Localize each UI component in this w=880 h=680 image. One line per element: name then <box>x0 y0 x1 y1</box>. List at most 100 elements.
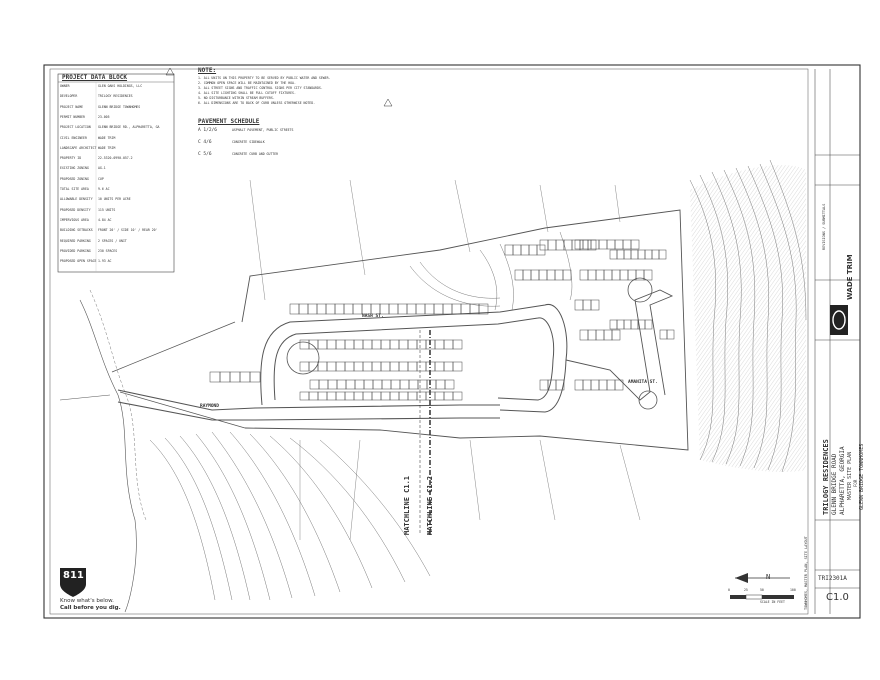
townhome-unit <box>452 361 463 372</box>
footer-note: TOWNHOMES, MASTER PLAN, SITE LAYOUT <box>804 536 808 610</box>
townhome-unit <box>514 269 524 281</box>
sheet-title: MASTER SITE PLAN <box>847 451 853 500</box>
pavement-desc: CONCRETE CURB AND GUTTER <box>232 152 279 156</box>
townhome-unit <box>344 361 355 372</box>
notes-title: NOTE: <box>198 67 217 74</box>
townhome-unit <box>460 303 471 315</box>
pdb-row-label: DEVELOPER <box>60 94 78 99</box>
pdb-row-value: 10 UNITS PER ACRE <box>98 197 131 202</box>
811-logo-icon <box>60 568 86 597</box>
location-line-2: ALPHARETTA, GEORGIA <box>839 446 846 515</box>
scale-label: SCALE IN FEET <box>760 600 785 604</box>
loop-road <box>260 304 568 413</box>
townhome-unit <box>388 303 399 315</box>
townhome-unit <box>389 339 400 350</box>
job-number: TRI2301A <box>818 575 847 582</box>
townhome-unit <box>325 303 336 315</box>
project-data-block-frame <box>57 73 175 273</box>
pdb-row-label: PROPOSED ZONING <box>60 176 89 181</box>
note-item: 3. ALL STREET SIGNS AND TRAFFIC CONTROL … <box>198 86 323 90</box>
townhome-unit <box>546 269 556 281</box>
townhome-unit <box>381 379 392 390</box>
townhome-unit <box>451 303 462 315</box>
townhome-unit <box>595 269 605 281</box>
townhome-unit <box>370 303 381 315</box>
property-boundary <box>241 209 689 451</box>
townhome-unit <box>229 371 241 383</box>
sheet-number: C1.0 <box>826 592 849 603</box>
townhome-unit <box>434 391 445 401</box>
townhome-unit <box>380 339 391 350</box>
scale-tick-0: 0 <box>728 588 730 592</box>
townhome-unit <box>317 339 328 350</box>
townhome-unit <box>353 391 364 401</box>
townhome-unit <box>443 391 454 401</box>
title-block-frame <box>815 154 860 589</box>
townhome-unit <box>335 361 346 372</box>
townhome-unit <box>308 391 319 401</box>
townhome-unit <box>299 339 310 350</box>
townhome-unit <box>637 249 646 260</box>
client-name: TRILOGY RESIDENCES <box>822 439 830 515</box>
townhome-unit <box>611 269 621 281</box>
pdb-row-value: TRILOGY RESIDENCES <box>98 94 133 99</box>
townhome-unit <box>443 361 454 372</box>
townhome-unit <box>504 244 514 256</box>
townhome-unit <box>644 249 653 260</box>
townhome-unit <box>372 379 383 390</box>
townhome-unit <box>651 249 660 260</box>
pdb-row-label: IMPERVIOUS AREA <box>60 217 89 222</box>
townhome-unit <box>353 361 364 372</box>
townhome-unit <box>316 303 327 315</box>
pavement-desc: ASPHALT PAVEMENT, PUBLIC STREETS <box>232 128 294 132</box>
townhome-unit <box>354 379 365 390</box>
townhome-unit <box>582 299 592 311</box>
pavement-desc: CONCRETE SIDEWALK <box>232 140 265 144</box>
townhome-unit <box>239 371 251 383</box>
note-item: 1. ALL UNITS ON THIS PROPERTY TO BE SERV… <box>198 76 331 80</box>
townhome-unit <box>308 339 319 350</box>
revision-header: REVISIONS / SUBMITTALS <box>822 203 826 250</box>
pdb-row-value: GLEN OAKS HOLDINGS, LLC <box>98 84 143 88</box>
townhome-unit <box>317 361 328 372</box>
townhome-unit <box>595 329 605 341</box>
pdb-row-value: 2 SPACES / UNIT <box>98 238 127 243</box>
pdb-row-value: 230 SPACES <box>98 248 118 253</box>
townhome-unit <box>361 303 372 315</box>
townhome-unit <box>416 361 427 372</box>
pdb-row-value: AG-1 <box>98 166 106 171</box>
811-number: 811 <box>63 570 84 581</box>
pdb-row-value: 22-5320-0990-057-2 <box>98 156 133 161</box>
pdb-row-value: 9.6 AC <box>98 187 110 191</box>
townhome-unit <box>554 269 564 281</box>
townhome-unit <box>590 299 600 311</box>
townhome-unit <box>344 391 355 401</box>
townhome-unit <box>590 379 600 391</box>
townhome-unit <box>398 391 409 401</box>
scale-tick-50: 50 <box>760 588 764 592</box>
townhome-unit <box>562 269 572 281</box>
pdb-row-value: 1.93 AC <box>98 259 112 264</box>
townhome-unit <box>307 303 318 315</box>
townhome-unit <box>408 379 419 390</box>
pdb-row-value: WADE TRIM <box>98 145 116 150</box>
pdb-row-label: PERMIT NUMBER <box>60 114 85 119</box>
pavement-code: C 5/6 <box>198 152 212 157</box>
townhome-unit <box>434 339 445 350</box>
townhome-unit <box>415 303 426 315</box>
townhome-unit <box>555 239 565 251</box>
townhome-unit <box>547 239 557 251</box>
townhome-unit <box>616 319 625 330</box>
townhome-unit <box>434 361 445 372</box>
north-arrow <box>735 573 790 583</box>
townhome-unit <box>590 239 600 250</box>
townhome-unit <box>603 329 613 341</box>
townhome-unit <box>362 339 373 350</box>
townhome-unit <box>399 379 410 390</box>
townhome-unit <box>397 303 408 315</box>
811-line2: Call before you dig. <box>60 605 121 611</box>
townhome-unit <box>352 303 363 315</box>
townhome-unit <box>538 269 548 281</box>
townhome-unit <box>416 339 427 350</box>
townhome-unit <box>219 371 231 383</box>
